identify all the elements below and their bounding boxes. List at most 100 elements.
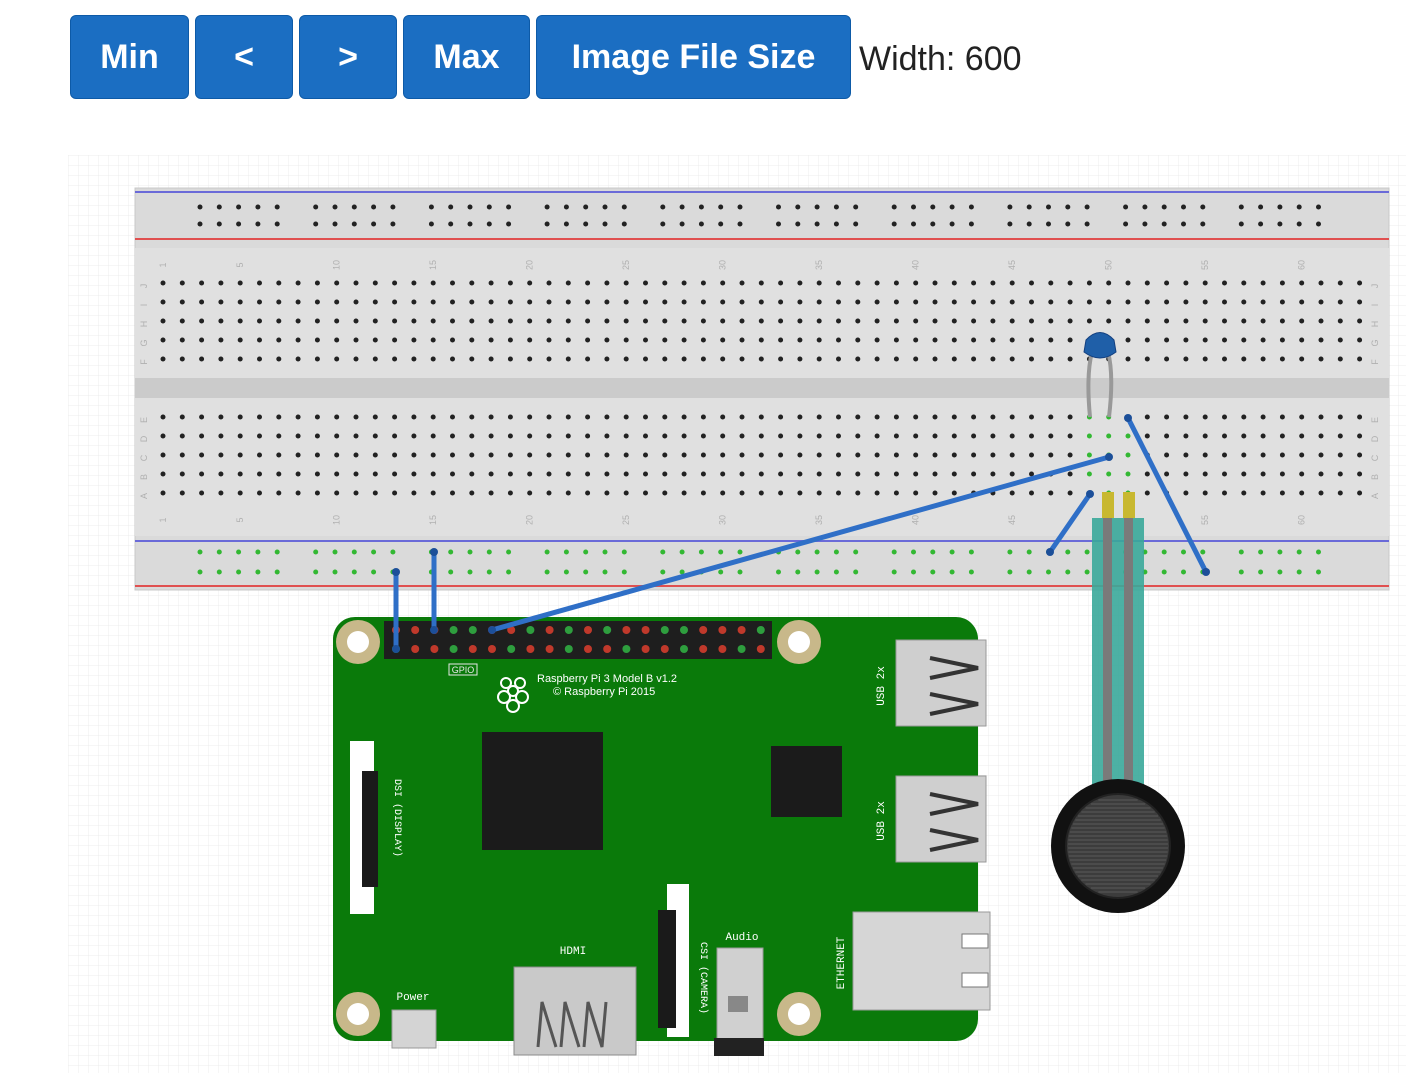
- max-button[interactable]: Max: [403, 15, 530, 99]
- breadboard-hole: [720, 280, 726, 286]
- rail-hole: [1123, 221, 1129, 227]
- breadboard-hole: [1357, 356, 1363, 362]
- breadboard-hole: [1009, 452, 1015, 458]
- breadboard-hole: [392, 356, 398, 362]
- breadboard-hole: [1144, 490, 1150, 496]
- breadboard-hole: [1202, 299, 1208, 305]
- breadboard-hole: [874, 318, 880, 324]
- breadboard-hole: [990, 280, 996, 286]
- breadboard-hole: [1067, 356, 1073, 362]
- breadboard-hole: [700, 471, 706, 477]
- breadboard-hole: [546, 414, 552, 420]
- row-letter: C: [1370, 454, 1380, 461]
- breadboard-hole: [1318, 318, 1324, 324]
- breadboard: 1155101015152020252530303535404045455050…: [134, 187, 1390, 591]
- breadboard-hole: [778, 299, 784, 305]
- breadboard-hole: [372, 490, 378, 496]
- breadboard-hole: [1299, 452, 1305, 458]
- breadboard-hole: [758, 490, 764, 496]
- breadboard-hole: [874, 471, 880, 477]
- breadboard-hole: [430, 337, 436, 343]
- rail-hole: [1065, 204, 1071, 210]
- breadboard-hole: [507, 337, 513, 343]
- breadboard-hole: [893, 356, 899, 362]
- breadboard-hole: [623, 452, 629, 458]
- breadboard-hole: [855, 337, 861, 343]
- usb-port-1: [895, 639, 987, 727]
- column-number: 45: [1007, 260, 1017, 270]
- rail-hole: [1181, 221, 1186, 227]
- breadboard-hole: [411, 414, 417, 420]
- breadboard-hole: [700, 356, 706, 362]
- breadboard-hole: [160, 299, 166, 305]
- breadboard-hole: [604, 452, 610, 458]
- breadboard-hole: [488, 471, 494, 477]
- breadboard-hole: [372, 356, 378, 362]
- gpio-pin: [756, 626, 765, 634]
- breadboard-hole: [1222, 318, 1227, 324]
- breadboard-hole: [1222, 433, 1227, 439]
- breadboard-hole: [546, 452, 552, 458]
- breadboard-hole: [295, 471, 301, 477]
- rail-hole: [968, 204, 974, 210]
- breadboard-hole: [218, 471, 224, 477]
- rail-hole: [911, 204, 916, 210]
- rail-hole: [679, 204, 685, 210]
- rail-hole: [583, 549, 589, 555]
- breadboard-hole: [334, 280, 340, 286]
- breadboard-hole: [585, 490, 591, 496]
- rail-hole: [1161, 569, 1167, 575]
- breadboard-hole: [951, 356, 957, 362]
- breadboard-hole: [681, 433, 687, 439]
- breadboard-hole: [1279, 337, 1285, 343]
- breadboard-hole: [1202, 471, 1208, 477]
- gpio-pin: [468, 626, 477, 634]
- breadboard-hole: [1029, 356, 1034, 362]
- breadboard-hole: [199, 414, 205, 420]
- breadboard-hole: [816, 414, 822, 420]
- breadboard-hole: [295, 337, 301, 343]
- hdmi-label: HDMI: [560, 946, 586, 958]
- breadboard-hole: [816, 299, 822, 305]
- breadboard-hole: [720, 356, 726, 362]
- breadboard-hole: [797, 318, 803, 324]
- column-number: 60: [1297, 260, 1307, 270]
- wire-capacitor-to-ground: [1125, 415, 1209, 575]
- breadboard-hole: [1048, 490, 1054, 496]
- soc-chip: [482, 732, 603, 850]
- breadboard-hole: [951, 471, 957, 477]
- breadboard-hole: [1279, 414, 1285, 420]
- dsi-label: DSI (DISPLAY): [391, 779, 403, 857]
- breadboard-hole: [411, 318, 417, 324]
- breadboard-hole: [469, 414, 475, 420]
- breadboard-hole: [662, 471, 668, 477]
- breadboard-hole: [1048, 299, 1054, 305]
- min-button[interactable]: Min: [70, 15, 189, 99]
- force-sensor-lead-left: [1103, 518, 1112, 790]
- breadboard-hole: [1222, 471, 1227, 477]
- breadboard-hole: [218, 356, 224, 362]
- rail-hole: [1007, 549, 1013, 555]
- previous-button[interactable]: <: [195, 15, 293, 99]
- breadboard-hole: [1241, 452, 1247, 458]
- rail-hole: [698, 204, 704, 210]
- rail-hole: [1065, 549, 1071, 555]
- breadboard-hole: [1183, 318, 1189, 324]
- gpio-pin: [641, 645, 650, 653]
- breadboard-hole: [353, 318, 359, 324]
- breadboard-hole: [816, 471, 822, 477]
- breadboard-hole: [372, 414, 378, 420]
- breadboard-hole: [507, 433, 513, 439]
- next-button[interactable]: >: [299, 15, 397, 99]
- rail-hole: [236, 204, 242, 210]
- breadboard-hole: [662, 490, 668, 496]
- breadboard-hole: [1067, 280, 1073, 286]
- breadboard-hole: [758, 356, 764, 362]
- row-letter: B: [139, 474, 149, 480]
- image-file-size-button[interactable]: Image File Size: [536, 15, 851, 99]
- breadboard-hole: [585, 356, 591, 362]
- breadboard-hole: [237, 490, 243, 496]
- breadboard-hole: [700, 280, 706, 286]
- breadboard-hole: [353, 280, 359, 286]
- breadboard-hole: [720, 299, 726, 305]
